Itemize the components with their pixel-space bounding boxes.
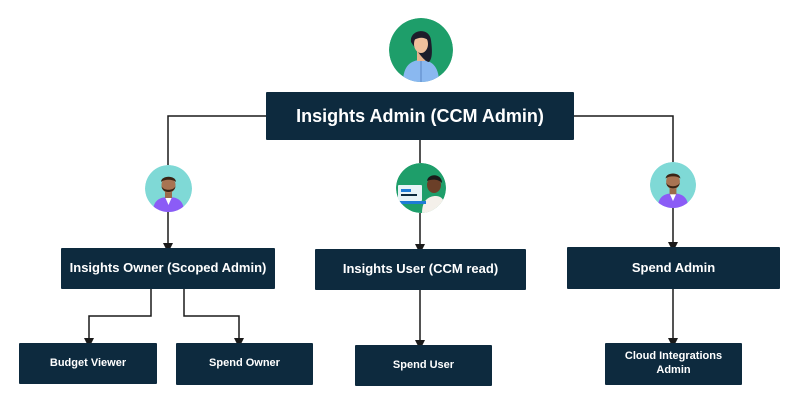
bearded-man-avatar-icon: [650, 162, 696, 208]
role-insights-admin: Insights Admin (CCM Admin): [266, 92, 574, 140]
role-cloud-integrations-admin: Cloud Integrations Admin: [605, 343, 742, 385]
role-spend-user: Spend User: [355, 345, 492, 386]
role-insights-user: Insights User (CCM read): [315, 249, 526, 290]
woman-avatar-icon: [389, 18, 453, 82]
role-insights-owner: Insights Owner (Scoped Admin): [61, 248, 275, 289]
role-spend-admin: Spend Admin: [567, 247, 780, 289]
role-spend-owner: Spend Owner: [176, 343, 313, 385]
role-budget-viewer: Budget Viewer: [19, 343, 157, 384]
connector-owner-to-spend-owner: [183, 289, 244, 348]
bearded-man-avatar-icon: [145, 165, 192, 212]
connector-admin-to-owner: [167, 115, 266, 165]
laptop-user-avatar-icon: [396, 163, 446, 213]
connector-owner-to-budget-viewer: [84, 289, 152, 348]
connector-admin-to-spend-admin: [574, 115, 674, 162]
